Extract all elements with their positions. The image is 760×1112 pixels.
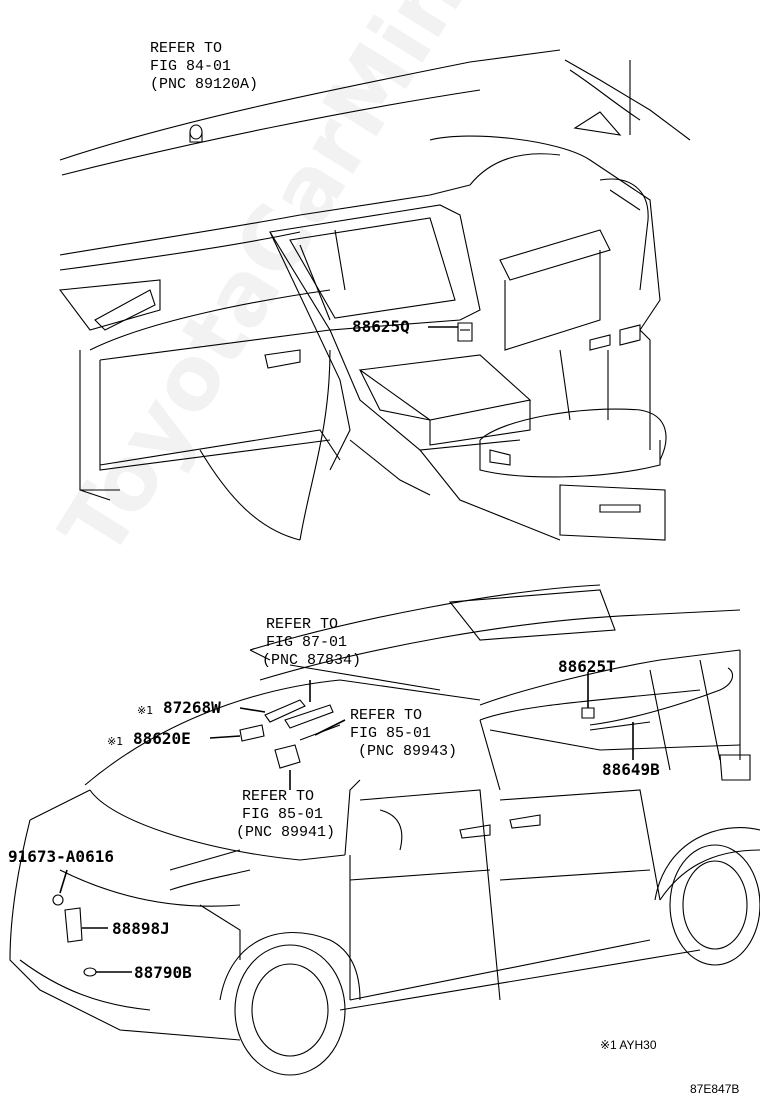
dashboard-drawing	[60, 50, 690, 540]
ref-87-01-line3: (PNC 87834)	[262, 652, 362, 669]
part-87268W-label: 87268W	[163, 698, 221, 717]
ref-85-01b-line1: REFER TO	[242, 788, 315, 805]
ref-84-01-line1: REFER TO	[150, 40, 223, 57]
ref-84-01-line3: (PNC 89120A)	[150, 76, 259, 93]
part-91673-A0616-label: 91673-A0616	[8, 847, 114, 866]
ref-85-01b-line2: FIG 85-01	[242, 806, 324, 823]
ref-85-01a-line1: REFER TO	[350, 707, 423, 724]
note-mark-88620E: ※1	[107, 735, 124, 748]
part-88620E-label: 88620E	[133, 729, 191, 748]
ref-87-01-line1: REFER TO	[266, 616, 339, 633]
vehicle-drawing	[10, 585, 760, 1075]
ref-87-01-line2: FIG 87-01	[266, 634, 348, 651]
part-88625T-label: 88625T	[558, 657, 616, 676]
footnote: ※1 AYH30	[600, 1038, 657, 1052]
figure-code: 87E847B	[690, 1082, 740, 1096]
note-mark-87268W: ※1	[137, 704, 154, 717]
ref-85-01a-line2: FIG 85-01	[350, 725, 432, 742]
ref-85-01b-line3: (PNC 89941)	[236, 824, 336, 841]
part-88898J-label: 88898J	[112, 919, 170, 938]
part-88649B-label: 88649B	[602, 760, 660, 779]
part-88790B-label: 88790B	[134, 963, 192, 982]
ref-85-01a-line3: (PNC 89943)	[358, 743, 458, 760]
ref-84-01-line2: FIG 84-01	[150, 58, 232, 75]
part-88625Q-label: 88625Q	[352, 317, 410, 336]
